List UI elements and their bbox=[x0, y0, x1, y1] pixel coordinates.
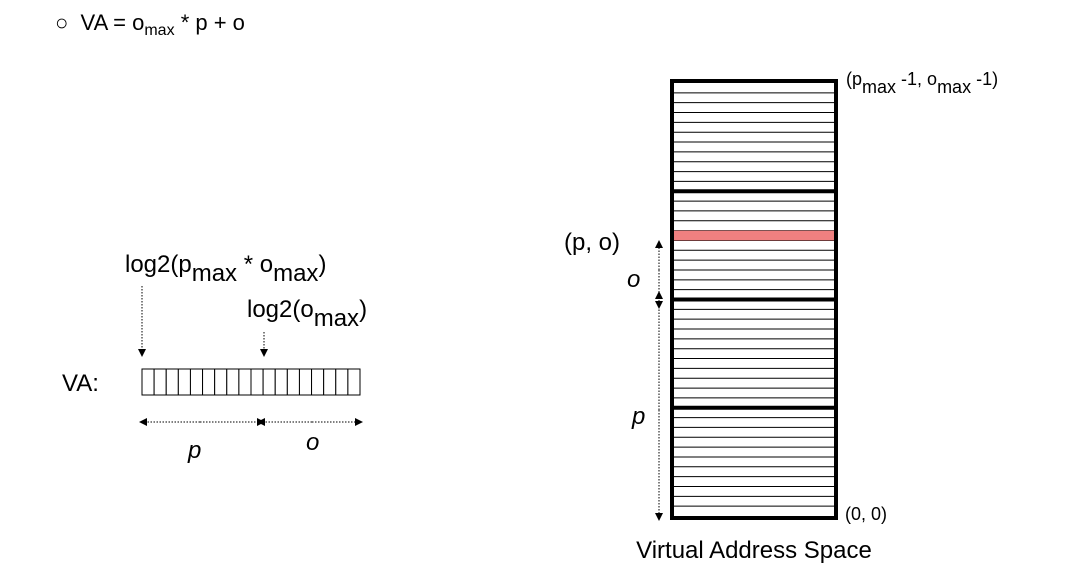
formula-subscript: max bbox=[144, 22, 175, 39]
va-bit-cell bbox=[214, 368, 228, 396]
va-bit-cell bbox=[189, 368, 204, 396]
va-bit-cell bbox=[165, 368, 179, 396]
va-bit-cell bbox=[311, 368, 325, 396]
va-bit-cell bbox=[238, 368, 252, 396]
va-bit-cell bbox=[153, 368, 167, 396]
formula-lhs: VA = o bbox=[80, 10, 145, 35]
offset-label: o bbox=[627, 266, 640, 293]
va-o-label: o bbox=[306, 429, 319, 456]
bullet-icon: ○ bbox=[55, 10, 69, 35]
va-bit-cell bbox=[323, 368, 337, 396]
va-bit-cell bbox=[298, 368, 313, 396]
va-bit-cell bbox=[335, 368, 349, 396]
va-p-label: p bbox=[187, 437, 201, 464]
va-label: VA: bbox=[62, 370, 99, 397]
highlighted-address-row bbox=[673, 230, 835, 241]
va-bit-cell bbox=[202, 368, 216, 396]
va-split-label: log2(omax) bbox=[247, 296, 367, 332]
va-bit-cell bbox=[250, 368, 264, 396]
formula-line: ○ VA = omax * p + o bbox=[55, 8, 245, 39]
page-dividers bbox=[672, 189, 836, 410]
va-top-label: log2(pmax * omax) bbox=[125, 251, 326, 287]
va-bit-cells bbox=[141, 368, 361, 396]
va-bit-cell bbox=[141, 368, 155, 396]
va-bit-cell bbox=[177, 368, 191, 396]
va-bit-cell bbox=[262, 368, 276, 396]
bottom-address-label: (0, 0) bbox=[845, 504, 887, 524]
va-bit-cell bbox=[226, 368, 240, 396]
va-bit-cell bbox=[286, 368, 300, 396]
address-space-title: Virtual Address Space bbox=[636, 537, 872, 564]
va-bit-cell bbox=[347, 368, 361, 396]
page-label: p bbox=[631, 403, 645, 430]
va-bit-cell bbox=[274, 368, 288, 396]
address-space-box bbox=[670, 79, 838, 520]
formula-rhs: * p + o bbox=[174, 10, 245, 35]
address-space-lines bbox=[674, 92, 834, 507]
highlight-address-label: (p, o) bbox=[564, 229, 620, 256]
top-address-label: (pmax -1, omax -1) bbox=[846, 69, 998, 97]
